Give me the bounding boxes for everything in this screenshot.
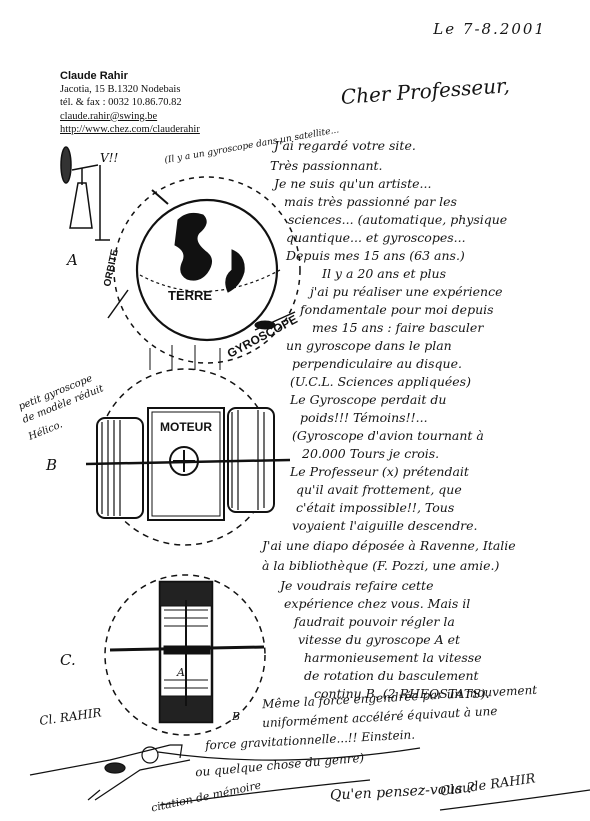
label-b-small: B xyxy=(231,710,240,723)
sender-phone: tél. & fax : 0032 10.86.70.82 xyxy=(60,97,182,109)
earth-label: TERRE xyxy=(168,288,212,303)
letter-line: Je ne suis qu'un artiste... xyxy=(274,176,432,191)
letter-line: Le Gyroscope perdait du xyxy=(290,392,447,407)
letter-line: fondamentale pour moi depuis xyxy=(300,302,494,317)
gyroscope-tower-drawing xyxy=(60,146,110,241)
letter-line: harmonieusement la vitesse xyxy=(304,650,482,665)
motor-label: MOTEUR xyxy=(160,420,212,434)
letter-line: Très passionnant. xyxy=(270,158,383,173)
satellite-note: (Il y a un gyroscope dans un satellite..… xyxy=(164,124,340,166)
bottom-left-sketch xyxy=(29,744,191,801)
orbit-label: ORBITE xyxy=(102,248,121,288)
sender-address: Jacotia, 15 B.1320 Nodebais xyxy=(60,84,181,96)
letter-line: j'ai pu réaliser une expérience xyxy=(310,284,503,299)
letter-line: faudrait pouvoir régler la xyxy=(294,614,455,629)
letter-line: (U.C.L. Sciences appliquées) xyxy=(290,374,471,389)
letter-line: à la bibliothèque (F. Pozzi, une amie.) xyxy=(262,558,500,573)
gyroscope-c-drawing xyxy=(104,574,266,736)
letter-line: Le Professeur (x) prétendait xyxy=(290,464,469,479)
label-a: A xyxy=(65,251,78,269)
letter-line: sciences... (automatique, physique xyxy=(288,212,508,227)
letter-line: de rotation du basculement xyxy=(304,668,479,683)
letterhead: Claude Rahir Jacotia, 15 B.1320 Nodebais… xyxy=(60,70,200,136)
sender-email-link[interactable]: claude.rahir@swing.be xyxy=(60,110,158,122)
letter-line: quantique... et gyroscopes... xyxy=(286,230,466,245)
letter-line: expérience chez vous. Mais il xyxy=(284,596,471,611)
letter-line: (Gyroscope d'avion tournant à xyxy=(292,428,484,443)
letter-line: voyaient l'aiguille descendre. xyxy=(292,518,478,533)
earth-drawing xyxy=(107,176,301,364)
letter-line: Il y a 20 ans et plus xyxy=(322,266,446,281)
motor-assembly-drawing xyxy=(85,345,291,546)
signature-left: Cl. RAHIR xyxy=(38,705,102,728)
letter-line: qu'il avait frottement, que xyxy=(296,482,462,497)
sender-name: Claude Rahir xyxy=(60,70,128,82)
label-c: C. xyxy=(60,651,76,669)
letter-line: 20.000 Tours je crois. xyxy=(302,446,440,461)
letter-line: mes 15 ans : faire basculer xyxy=(312,320,484,335)
inner-label-a: A xyxy=(176,666,185,679)
letter-line: un gyroscope dans le plan xyxy=(286,338,452,353)
gyroscope-label: GYROSCOPE xyxy=(225,312,300,361)
letter-line: J'ai une diapo déposée à Ravenne, Italie xyxy=(262,538,516,553)
letter-date: Le 7-8.2001 xyxy=(433,20,546,38)
letter-line: continu B. (2 RHEOSTATS). xyxy=(314,686,490,701)
sender-website-link[interactable]: http://www.chez.com/clauderahir xyxy=(60,123,200,135)
connector-lines xyxy=(157,747,590,811)
letter-line: c'était impossible!!, Tous xyxy=(296,500,455,515)
letter-line: Je voudrais refaire cette xyxy=(280,578,434,593)
letter-line: Depuis mes 15 ans (63 ans.) xyxy=(286,248,465,263)
label-b: B xyxy=(45,456,57,474)
letter-line: J'ai regardé votre site. xyxy=(274,138,416,153)
marks-label: V!! xyxy=(100,151,118,165)
letter-line: perpendiculaire au disque. xyxy=(292,356,462,371)
letter-line: mais très passionné par les xyxy=(284,194,457,209)
letter-line: vitesse du gyroscope A et xyxy=(298,632,461,647)
letter-line: poids!!! Témoins!!... xyxy=(300,410,428,425)
